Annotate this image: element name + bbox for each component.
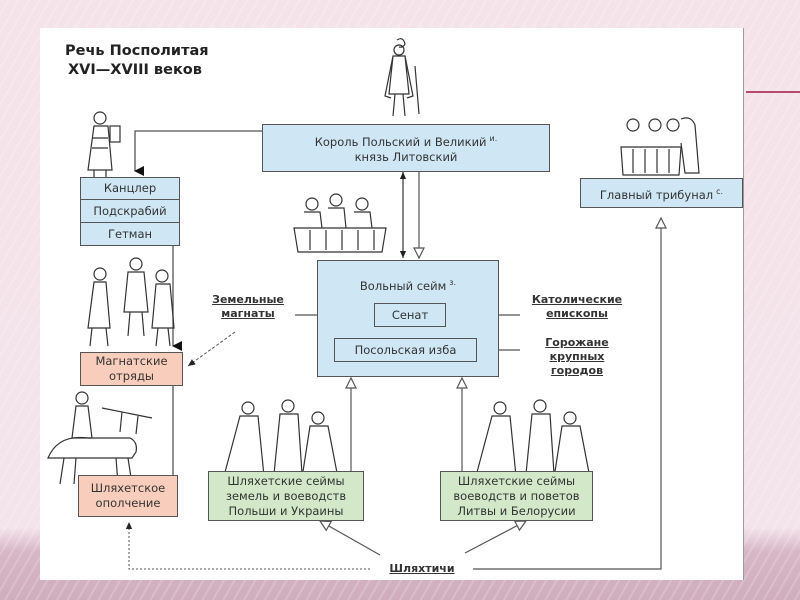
hetman-label: Гетман: [107, 226, 153, 241]
townsmen-line-1: Горожане: [545, 336, 609, 349]
szlachta-label: Шляхтичи: [389, 562, 455, 575]
soldiers-illustration: [87, 257, 175, 347]
sejmiki-lithuania-line-2: воеводств и поветов: [453, 488, 580, 503]
chancellor-box: Канцлер: [80, 177, 180, 200]
bishops-label: Католические епископы: [522, 293, 632, 321]
cavalry-illustration: [47, 391, 153, 485]
magnate-troops-box: Магнатские отряды: [80, 352, 183, 386]
podskarbiy-label: Подскрабий: [93, 203, 167, 218]
magnate-troops-line-1: Магнатские: [95, 354, 168, 368]
sejm-label: Вольный сейм: [359, 278, 447, 293]
tribunal-label: Главный трибунал: [599, 187, 714, 202]
magnates-to-troops-dashed: [187, 331, 236, 367]
chancellor-label: Канцлер: [103, 181, 157, 195]
sejmiki-lithuania-line-1: Шляхетские сеймы: [457, 473, 576, 488]
king-line-2: князь Литовский: [354, 149, 458, 164]
magnates-line-1: Земельные: [212, 293, 284, 306]
posolskaya-box: Посольская изба: [334, 338, 477, 362]
sejmiki-poland-line-1: Шляхетские сеймы: [227, 473, 345, 488]
hetman-box: Гетман: [80, 222, 180, 246]
council-table-illustration: [293, 193, 387, 253]
townsmen-line-3: городов: [550, 364, 604, 377]
chancellor-figure-illustration: [87, 111, 121, 186]
tribunal-table-illustration: [620, 117, 700, 176]
sejmiki-lithuania-line-3: Литвы и Белорусии: [457, 503, 576, 518]
title-line-2: XVI—XVIII веков: [68, 62, 202, 78]
connector-lines: [125, 130, 743, 570]
magnate-troops-line-2: отряды: [109, 369, 154, 383]
diagram-slide: Речь Посполитая XVI—XVIII веков: [40, 28, 743, 580]
title-line-1: Речь Посполитая: [65, 43, 209, 59]
szlachta-to-militia-dashed: [125, 522, 370, 570]
podskarbiy-box: Подскрабий: [80, 199, 180, 223]
bishops-line-2: епископы: [546, 307, 608, 320]
militia-line-1: Шляхетское: [90, 481, 166, 495]
townsmen-label: Горожане крупных городов: [532, 336, 622, 378]
slide-title: Речь Посполитая XVI—XVIII веков: [65, 42, 209, 80]
posolskaya-label: Посольская изба: [354, 342, 457, 357]
townsmen-line-2: крупных: [549, 350, 605, 363]
sejmiki-lithuania-box: Шляхетские сеймы воеводств и поветов Лит…: [440, 471, 593, 521]
king-figure-illustration: [384, 38, 420, 117]
king-note: и.: [489, 134, 498, 144]
sejmiki-poland-box: Шляхетские сеймы земель и воеводств Поль…: [208, 471, 364, 521]
magnates-label: Земельные магнаты: [203, 293, 293, 321]
accent-line: [746, 91, 800, 93]
militia-box: Шляхетское ополчение: [78, 475, 178, 517]
king-line-1: Король Польский и Великий: [314, 134, 487, 149]
sejmiki-poland-line-2: земель и воеводств: [225, 488, 347, 503]
magnates-line-2: магнаты: [221, 307, 275, 320]
senate-box: Сенат: [374, 303, 446, 327]
szlachta-to-sejmiki-poland-line: [320, 521, 381, 556]
tribunal-note: с.: [716, 186, 724, 196]
king-to-chancellor-line: [134, 130, 262, 176]
bishops-line-1: Католические: [531, 293, 623, 306]
militia-line-2: ополчение: [95, 496, 161, 510]
szlachta-to-tribunal-line: [473, 218, 661, 570]
senate-label: Сенат: [391, 307, 429, 322]
sejm-note: з.: [449, 278, 457, 287]
szlachta-to-sejmiki-lithuania-line: [464, 521, 526, 554]
sejmiki-poland-line-3: Польши и Украины: [228, 503, 344, 518]
